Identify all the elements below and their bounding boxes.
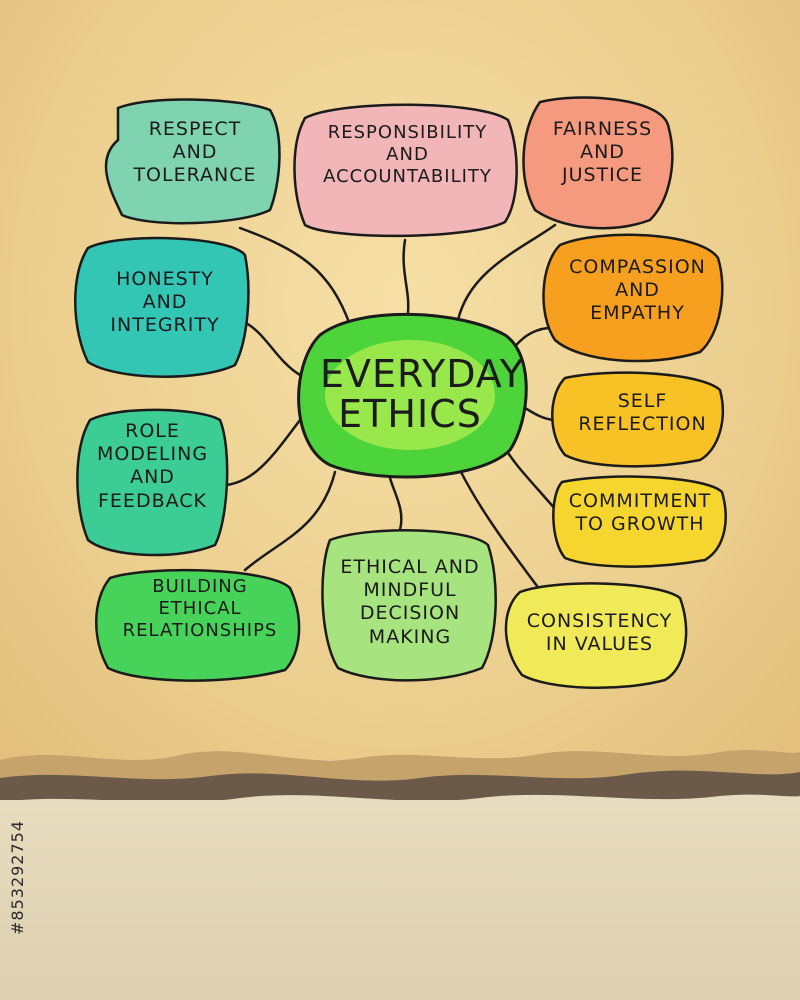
stock-watermark: #853292754 — [8, 819, 27, 935]
node-self-reflection-label: SELF REFLECTION — [578, 390, 707, 436]
node-respect-shape — [104, 98, 281, 225]
node-fairness-shape — [522, 96, 674, 230]
center-label: EVERYDAY ETHICS — [320, 352, 525, 436]
node-building-relationships-shape — [95, 568, 301, 682]
node-role-modeling-label: ROLE MODELING AND FEEDBACK — [96, 420, 209, 512]
node-ethical-decision-label: ETHICAL AND MINDFUL DECISION MAKING — [340, 556, 480, 648]
node-commitment-shape — [552, 475, 727, 568]
node-compassion-shape — [542, 233, 724, 363]
node-building-relationships-label: BUILDING ETHICAL RELATIONSHIPS — [122, 576, 278, 641]
node-compassion-label: COMPASSION AND EMPATHY — [569, 256, 706, 325]
node-responsibility-shape — [293, 103, 518, 238]
node-self-reflection-shape — [551, 371, 724, 468]
node-commitment-label: COMMITMENT TO GROWTH — [568, 490, 712, 536]
node-consistency-shape — [504, 582, 688, 690]
mind-map — [74, 96, 727, 690]
node-respect-label: RESPECT AND TOLERANCE — [133, 118, 257, 187]
lower-paper — [0, 800, 800, 1000]
node-role-modeling-shape — [76, 408, 229, 557]
node-ethical-decision-shape — [321, 529, 497, 682]
node-consistency-label: CONSISTENCY IN VALUES — [526, 610, 673, 656]
node-honesty-label: HONESTY AND INTEGRITY — [110, 268, 220, 337]
node-responsibility-label: RESPONSIBILITY AND ACCOUNTABILITY — [323, 122, 492, 187]
node-honesty-shape — [74, 236, 250, 378]
node-fairness-label: FAIRNESS AND JUSTICE — [552, 118, 653, 187]
